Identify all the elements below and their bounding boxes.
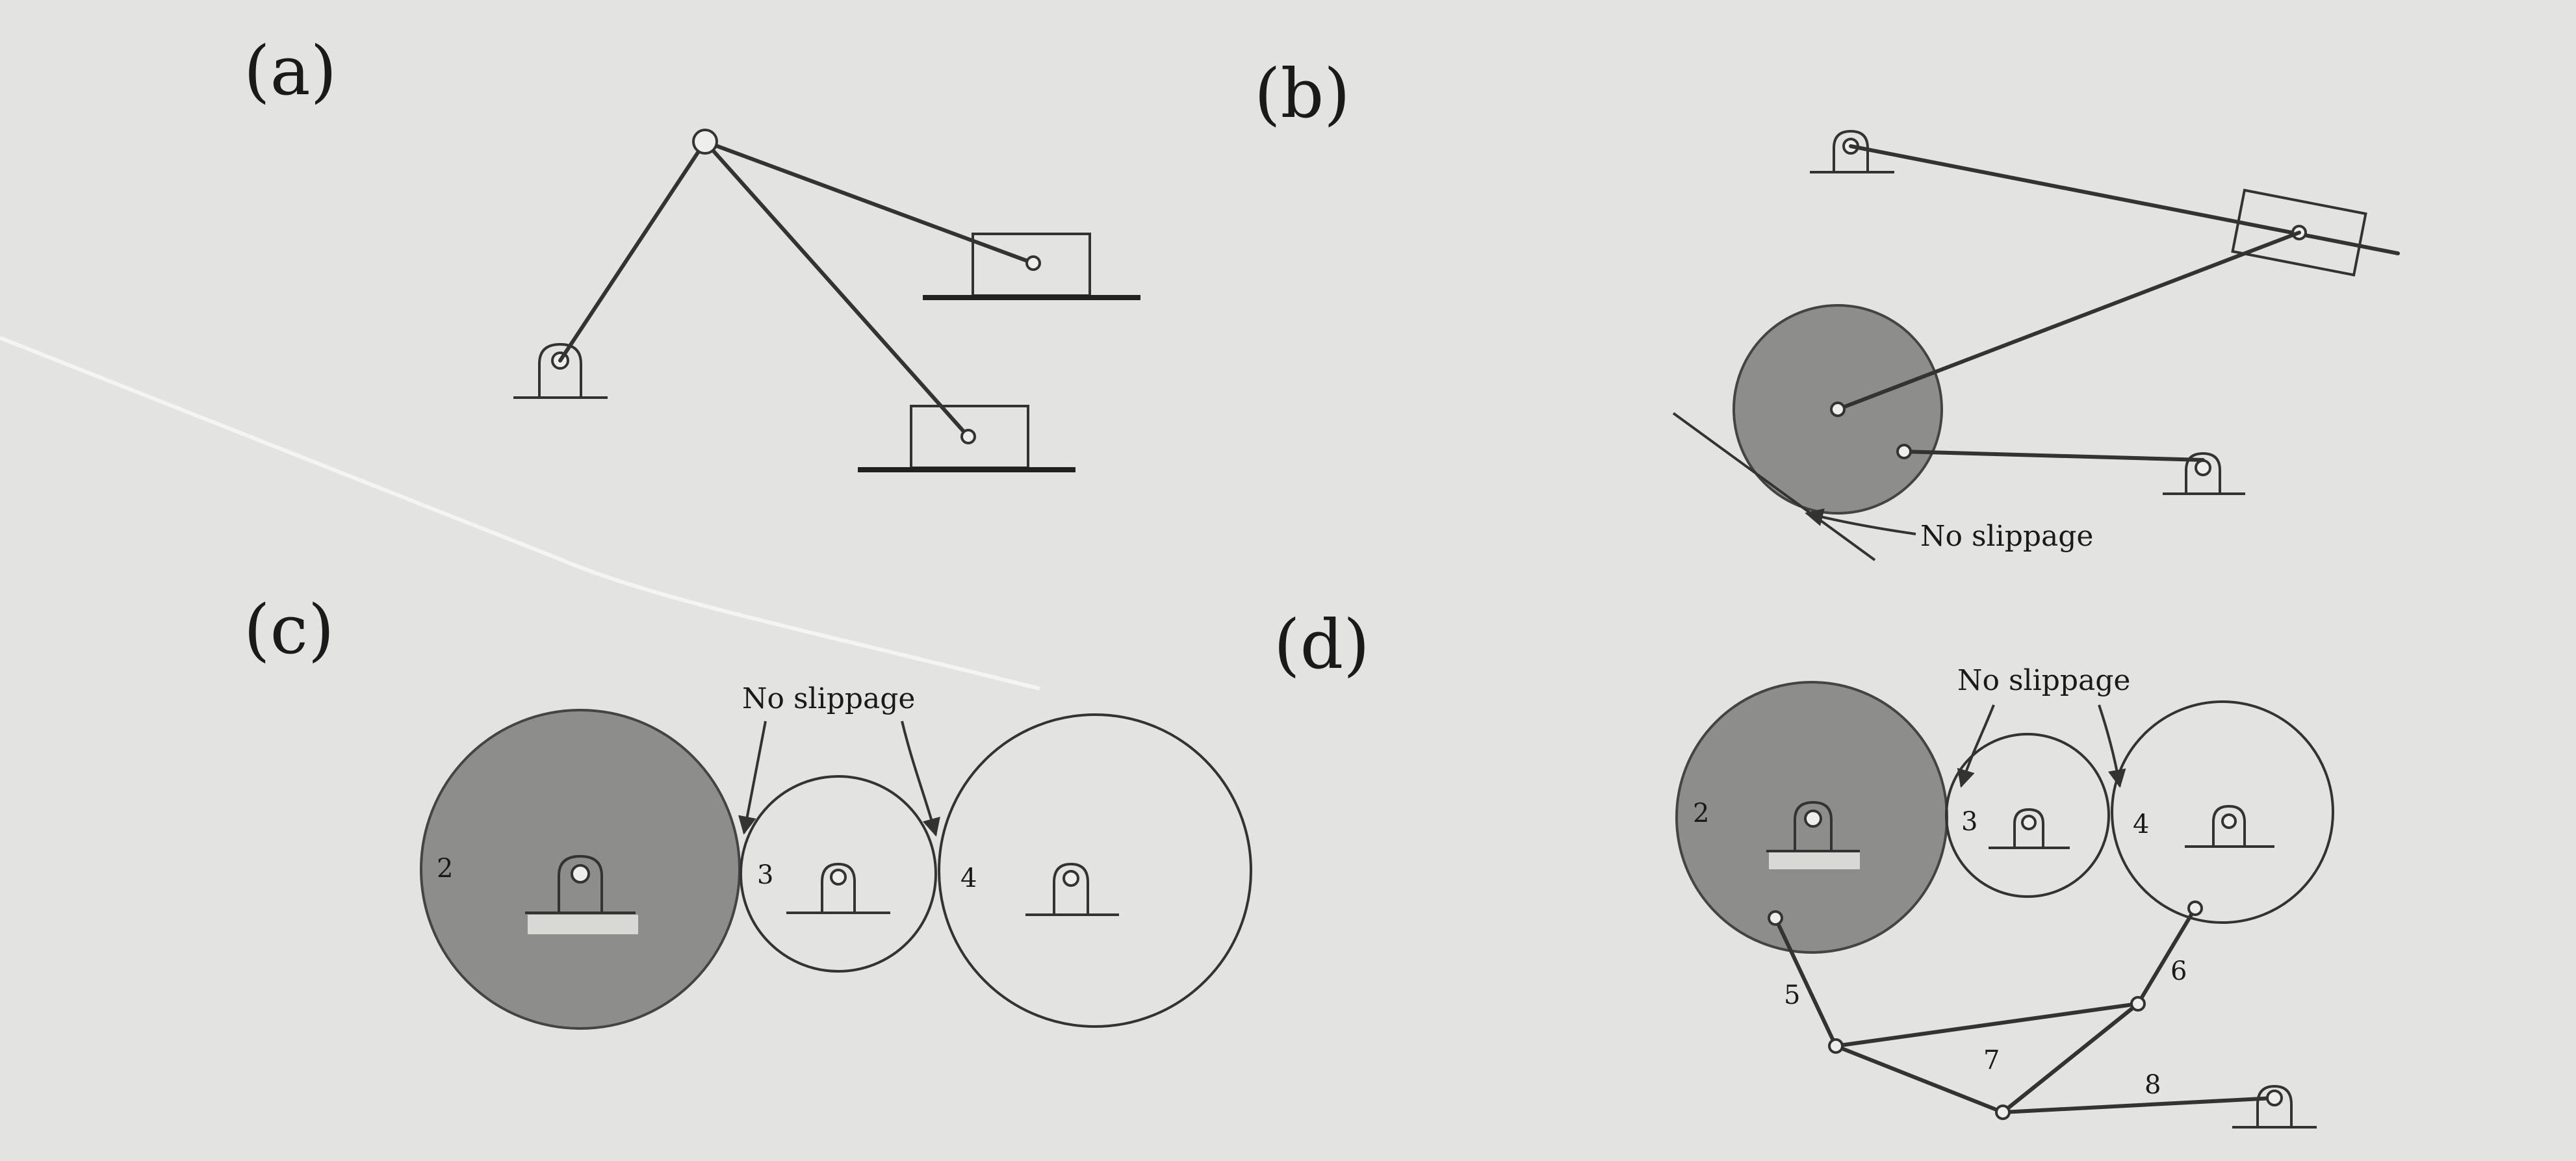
guide-rod-b — [1849, 144, 2400, 255]
link-8-d — [2001, 1096, 2276, 1114]
link-7-number: 7 — [1983, 1045, 2000, 1075]
gear-2-c-number: 2 — [437, 854, 453, 884]
no-slippage-label-c: No slippage — [742, 682, 915, 715]
no-slippage-arrow-c-left — [738, 721, 767, 835]
crank-link-a — [558, 140, 707, 363]
paper-crease — [0, 336, 1040, 691]
no-slippage-arrow-d-left — [1957, 704, 1995, 788]
joint-6-7-d — [2130, 996, 2146, 1012]
panel-d-label: (d) — [1274, 605, 1370, 684]
gear-4-d-number: 4 — [2133, 810, 2149, 839]
link-8-number: 8 — [2145, 1070, 2161, 1100]
coupler-joint-a — [692, 129, 718, 155]
no-slippage-arrow-d-right — [2098, 704, 2126, 788]
connecting-rod-lower — [703, 140, 970, 439]
gear-4-d: 4 — [2111, 700, 2334, 924]
disk-center-b — [1830, 402, 1846, 417]
gear-2-c: 2 — [420, 709, 741, 1030]
slider-lower — [858, 405, 1075, 472]
link-5-number: 5 — [1784, 980, 1800, 1010]
panel-c: (c) 2 3 4 No slippage — [244, 590, 1252, 1030]
gear-4-c-number: 4 — [960, 863, 977, 893]
joint-gear2-d — [1768, 910, 1783, 926]
link-6-number: 6 — [2170, 956, 2187, 986]
rocker-link-b — [1902, 450, 2205, 462]
incline-surface-b — [1672, 412, 1876, 561]
disk-pin-b — [1896, 444, 1912, 459]
link-7-triangle-d — [1828, 1001, 2145, 1115]
gear-2-d-number: 2 — [1693, 798, 1709, 828]
link-5-d — [1773, 916, 1838, 1048]
no-slippage-arrow-b — [1805, 508, 1916, 535]
panel-a-label: (a) — [244, 31, 337, 110]
joint-gear4-d — [2187, 900, 2203, 916]
ground-pivot-b-right — [2163, 452, 2245, 495]
ground-pivot-a — [513, 342, 608, 399]
ground-pivot-d — [2232, 1084, 2317, 1129]
panel-b-label: (b) — [1254, 54, 1350, 133]
gear-3-c: 3 — [740, 775, 937, 973]
gear-4-c: 4 — [938, 713, 1252, 1028]
no-slippage-arrow-c-right — [901, 721, 940, 837]
no-slippage-label-b: No slippage — [1920, 520, 2093, 553]
link-6-d — [2136, 906, 2197, 1006]
panel-d: (d) 2 3 4 — [1274, 605, 2334, 1129]
panel-b: (b) No slippage — [1254, 54, 2400, 561]
slider-upper — [923, 233, 1140, 300]
joint-5-7-d — [1828, 1038, 1844, 1054]
gear-3-c-number: 3 — [757, 860, 773, 890]
joint-7-8-d — [1995, 1104, 2011, 1120]
gear-2-d: 2 — [1675, 681, 1948, 954]
gear-3-d: 3 — [1945, 733, 2110, 898]
connecting-rod-b — [1836, 231, 2301, 411]
connecting-rod-upper — [703, 140, 1035, 265]
panel-c-label: (c) — [244, 590, 334, 669]
no-slippage-label-d: No slippage — [1957, 664, 2130, 697]
panel-a: (a) — [244, 31, 1140, 472]
gear-3-d-number: 3 — [1961, 807, 1977, 837]
